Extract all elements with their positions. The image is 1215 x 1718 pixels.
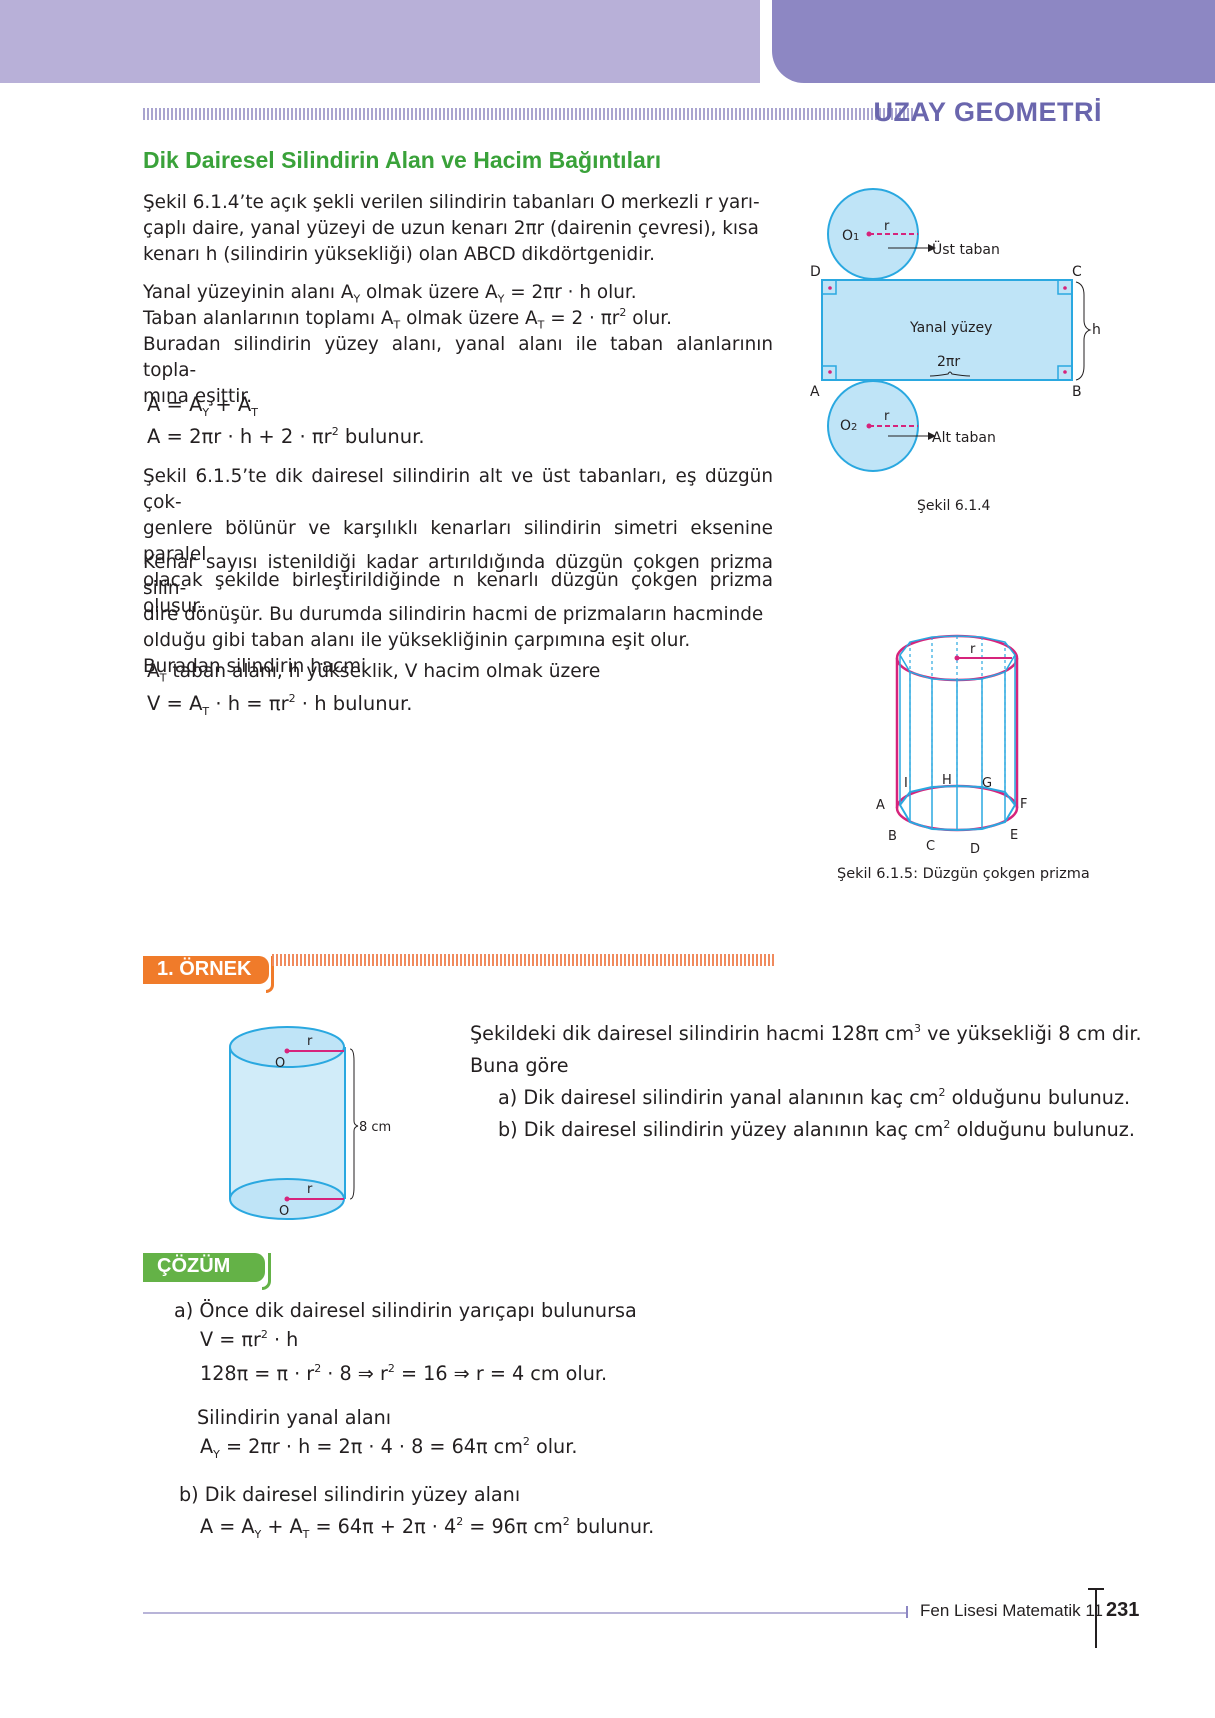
vertex-i-label: I xyxy=(904,776,908,791)
figure1-caption: Şekil 6.1.4 xyxy=(917,498,991,514)
formula-a1: A = AY + AT xyxy=(147,393,258,419)
footer-book-title: Fen Lisesi Matematik 11 xyxy=(920,1601,1103,1620)
page-heading: Dik Dairesel Silindirin Alan ve Hacim Ba… xyxy=(143,147,662,173)
o1-label: O1 xyxy=(842,228,859,244)
solution-lateral-label: Silindirin yanal alanı xyxy=(197,1406,392,1429)
solution-surface-calc: A = AY + AT = 64π + 2π · 42 = 96π cm2 bu… xyxy=(200,1515,655,1541)
volume-definition: AT taban alanı, h yükseklik, V hacim olm… xyxy=(147,661,601,685)
example-bottom-radius: r xyxy=(307,1182,313,1197)
example-top-radius: r xyxy=(307,1034,313,1049)
footer-bar xyxy=(1095,1588,1097,1648)
solution-lateral-calc: AY = 2πr · h = 2π · 4 · 8 = 64π cm2 olur… xyxy=(200,1435,578,1461)
example-bottom-center: O xyxy=(279,1204,289,1219)
header-hatch xyxy=(143,108,913,120)
example-hatch xyxy=(272,954,774,966)
area-paragraph: Yanal yüzeyinin alanı AY olmak üzere AY … xyxy=(143,280,773,410)
solution-badge: ÇÖZÜM xyxy=(143,1253,271,1290)
figure2-caption: Şekil 6.1.5: Düzgün çokgen prizma xyxy=(837,866,1090,882)
solution-radius-calc: 128π = π · r2 · 8 ⇒ r2 = 16 ⇒ r = 4 cm o… xyxy=(200,1362,608,1385)
top-radius-label: r xyxy=(884,219,890,234)
prism-line: Şekil 6.1.5’te dik dairesel silindirin a… xyxy=(143,466,773,513)
base-area-line: Taban alanlarının toplamı AT olmak üzere… xyxy=(143,306,672,332)
lateral-area-line: Yanal yüzeyinin alanı AY olmak üzere AY … xyxy=(143,282,637,306)
solution-b-intro: b) Dik dairesel silindirin yüzey alanı xyxy=(179,1483,521,1506)
bottom-radius-label: r xyxy=(884,409,890,424)
volume-paragraph: Kenar sayısı istenildiği kadar artırıldı… xyxy=(143,550,773,680)
solution-a-intro: a) Önce dik dairesel silindirin yarıçapı… xyxy=(174,1299,637,1322)
page-number: 231 xyxy=(1106,1599,1140,1621)
bottom-base-label: Alt taban xyxy=(932,430,996,446)
volume-line: Buradan silindirin hacmi xyxy=(143,656,367,677)
vertex-e-label: E xyxy=(1010,828,1018,843)
vertex-b-label: B xyxy=(888,829,897,844)
formula-a2: A = 2πr · h + 2 · πr2 bulunur. xyxy=(147,425,425,448)
corner-a-label: A xyxy=(810,384,820,400)
surface-line: mına eşittir. xyxy=(143,386,253,407)
lateral-surface-label: Yanal yüzey xyxy=(909,320,992,336)
cylinder-net-figure: O1 r Üst taban O2 r Alt taban Yanal yüze… xyxy=(810,188,1101,514)
prism-figure: r A B C D E F G H I xyxy=(876,634,1027,857)
example-badge: 1. ÖRNEK xyxy=(143,956,274,993)
corner-c-label: C xyxy=(1072,264,1082,280)
example-top-center: O xyxy=(275,1056,285,1071)
volume-formula: V = AT · h = πr2 · h bulunur. xyxy=(147,692,413,718)
footer-rule xyxy=(143,1612,908,1614)
header-band-right xyxy=(772,0,1215,83)
prism-line: genlere bölünür ve karşılıklı kenarları … xyxy=(143,518,773,565)
example-question-b: b) Dik dairesel silindirin yüzey alanını… xyxy=(498,1118,1135,1141)
volume-line: olduğu gibi taban alanı ile yüksekliğini… xyxy=(143,630,691,651)
example-statement: Şekildeki dik dairesel silindirin hacmi … xyxy=(470,1022,1142,1045)
vertex-f-label: F xyxy=(1020,797,1027,812)
footer-tick xyxy=(906,1606,908,1618)
example-height-label: 8 cm xyxy=(359,1120,391,1135)
solution-volume-formula: V = πr2 · h xyxy=(200,1328,299,1351)
vertex-c-label: C xyxy=(926,839,935,854)
surface-line: Buradan silindirin yüzey alanı, yanal al… xyxy=(143,334,773,381)
width-label: 2πr xyxy=(937,354,960,370)
vertex-g-label: G xyxy=(982,776,992,791)
example-question-a: a) Dik dairesel silindirin yanal alanını… xyxy=(498,1086,1131,1109)
example-cylinder-figure: r O r O 8 cm xyxy=(229,1026,391,1220)
vertex-a-label: A xyxy=(876,798,885,813)
volume-line: Kenar sayısı istenildiği kadar artırıldı… xyxy=(143,552,773,599)
corner-b-label: B xyxy=(1072,384,1082,400)
intro-paragraph: Şekil 6.1.4’te açık şekli verilen silind… xyxy=(143,190,773,268)
section-title: UZAY GEOMETRİ xyxy=(873,97,1102,127)
corner-d-label: D xyxy=(810,264,821,280)
header-band-left xyxy=(0,0,760,83)
header-band-gap xyxy=(760,0,772,83)
height-label: h xyxy=(1092,322,1101,338)
lateral-rectangle xyxy=(821,279,1073,381)
volume-line: dire dönüşür. Bu durumda silindirin hacm… xyxy=(143,604,764,625)
prism-paragraph: Şekil 6.1.5’te dik dairesel silindirin a… xyxy=(143,464,773,620)
intro-line: kenarı h (silindirin yüksekliği) olan AB… xyxy=(143,244,655,265)
o2-label: O2 xyxy=(840,418,857,434)
prism-line: olacak şekilde birleştirildiğinde n kena… xyxy=(143,570,773,617)
intro-line: çaplı daire, yanal yüzeyi de uzun kenarı… xyxy=(143,218,759,239)
vertex-d-label: D xyxy=(970,842,980,857)
top-base-label: Üst taban xyxy=(932,240,1000,258)
intro-line: Şekil 6.1.4’te açık şekli verilen silind… xyxy=(143,192,760,213)
prism-radius-label: r xyxy=(970,642,976,657)
vertex-h-label: H xyxy=(942,773,952,788)
example-prompt: Buna göre xyxy=(470,1054,569,1077)
